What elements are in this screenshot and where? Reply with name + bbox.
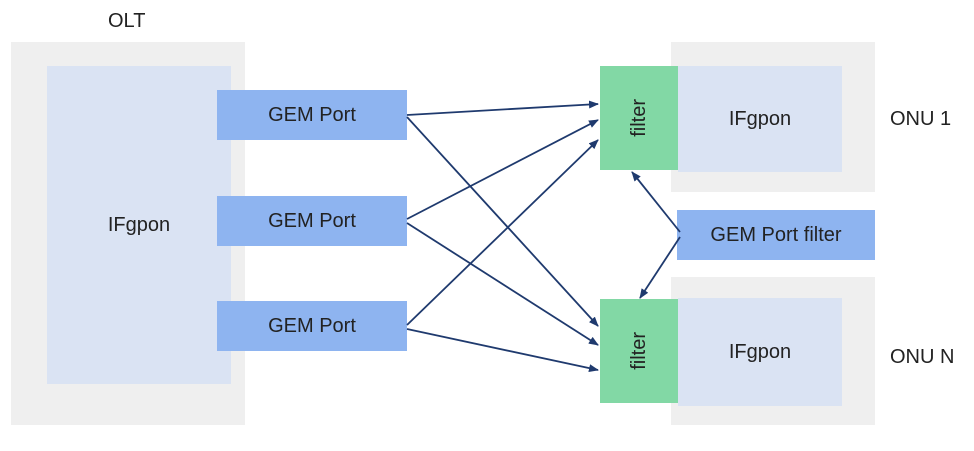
gem-port-filter-box: GEM Port filter xyxy=(677,210,875,260)
gem-port-label: GEM Port xyxy=(268,209,356,232)
gem-port-label: GEM Port xyxy=(268,103,356,126)
olt-ifgpon-label: IFgpon xyxy=(107,213,171,236)
arrow-gem1-filter1 xyxy=(406,100,599,116)
olt-label: OLT xyxy=(108,10,146,32)
gem-port-label: GEM Port xyxy=(268,314,356,337)
arrow-gem2-filterN xyxy=(406,222,599,346)
gem-port-1: GEM Port xyxy=(217,90,407,140)
onu-1-ifgpon-label: IFgpon xyxy=(728,107,792,130)
onu-n-ifgpon-label: IFgpon xyxy=(728,340,792,363)
onu-n-filter: filter xyxy=(600,299,678,403)
onu-1-ifgpon-box: IFgpon xyxy=(678,66,842,172)
gem-port-filter-label: GEM Port filter xyxy=(710,223,842,246)
onu-n-label: ONU N xyxy=(890,346,955,368)
onu-n-ifgpon-box: IFgpon xyxy=(678,298,842,406)
onu-n-filter-label: filter xyxy=(627,332,650,370)
gem-port-2: GEM Port xyxy=(217,196,407,246)
gem-port-3: GEM Port xyxy=(217,301,407,351)
arrow-gem2-filter1 xyxy=(406,119,599,220)
onu-1-filter: filter xyxy=(600,66,678,170)
arrow-gem1-filterN xyxy=(406,116,599,327)
onu-1-label: ONU 1 xyxy=(890,108,952,130)
olt-ifgpon-box: IFgpon xyxy=(47,66,231,384)
arrow-gem3-filter1 xyxy=(406,139,599,326)
onu-1-filter-label: filter xyxy=(627,99,650,137)
arrow-gem3-filterN xyxy=(406,328,599,373)
